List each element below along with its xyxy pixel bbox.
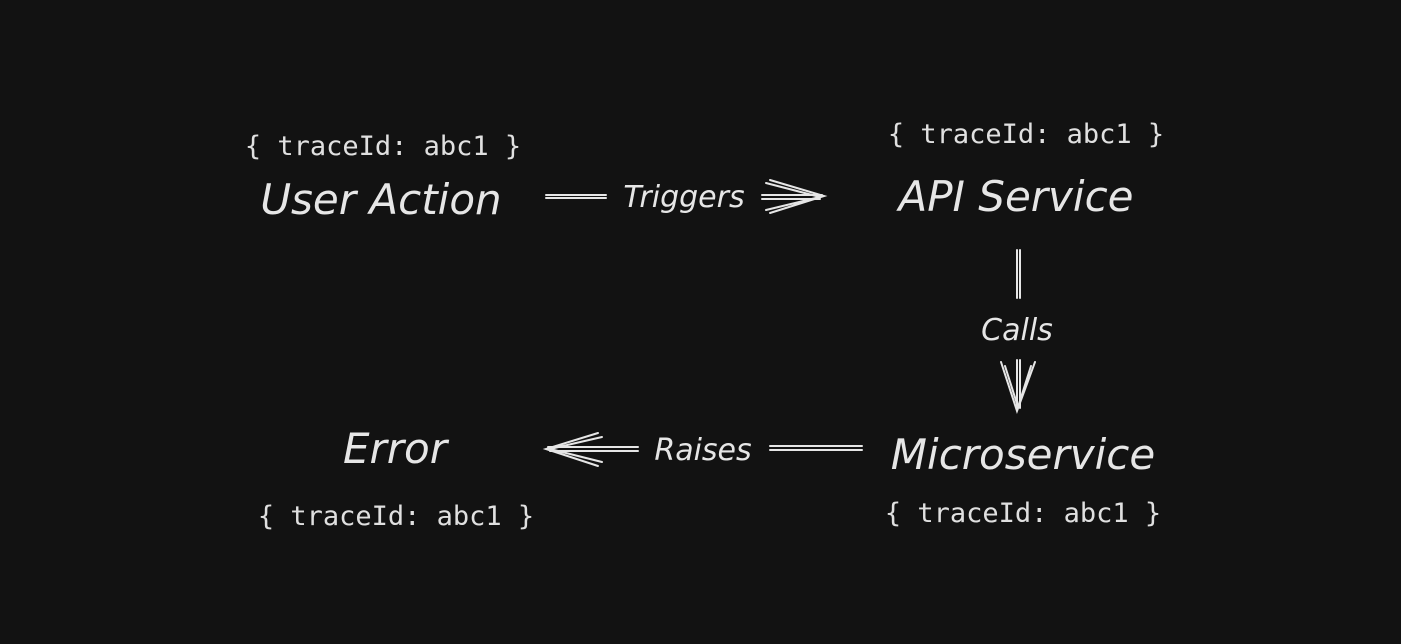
microservice-trace: { traceId: abc1 }	[885, 498, 1161, 529]
api-service-trace: { traceId: abc1 }	[888, 119, 1164, 150]
error-label: Error	[343, 424, 450, 473]
triggers-label: Triggers	[623, 180, 744, 215]
edge-calls: Calls	[981, 249, 1053, 415]
raises-line-end	[547, 446, 639, 452]
triggers-arrowhead	[765, 179, 828, 214]
calls-label: Calls	[981, 313, 1053, 348]
node-microservice: Microservice { traceId: abc1 }	[885, 430, 1161, 529]
calls-line-start	[1016, 249, 1021, 299]
user-action-trace: { traceId: abc1 }	[245, 131, 521, 162]
error-trace: { traceId: abc1 }	[258, 501, 534, 532]
api-service-label: API Service	[895, 172, 1133, 221]
triggers-line-start	[545, 194, 607, 199]
microservice-label: Microservice	[891, 430, 1155, 479]
user-action-label: User Action	[260, 175, 501, 224]
node-error: Error { traceId: abc1 }	[258, 424, 534, 532]
edge-triggers: Triggers	[545, 179, 828, 215]
edge-raises: Raises	[542, 432, 863, 468]
node-api-service: { traceId: abc1 } API Service	[888, 119, 1164, 221]
raises-label: Raises	[654, 433, 751, 468]
calls-arrowhead	[1000, 361, 1036, 415]
node-user-action: { traceId: abc1 } User Action	[245, 131, 521, 224]
raises-line-start	[769, 445, 863, 451]
raises-arrowhead	[542, 432, 603, 467]
